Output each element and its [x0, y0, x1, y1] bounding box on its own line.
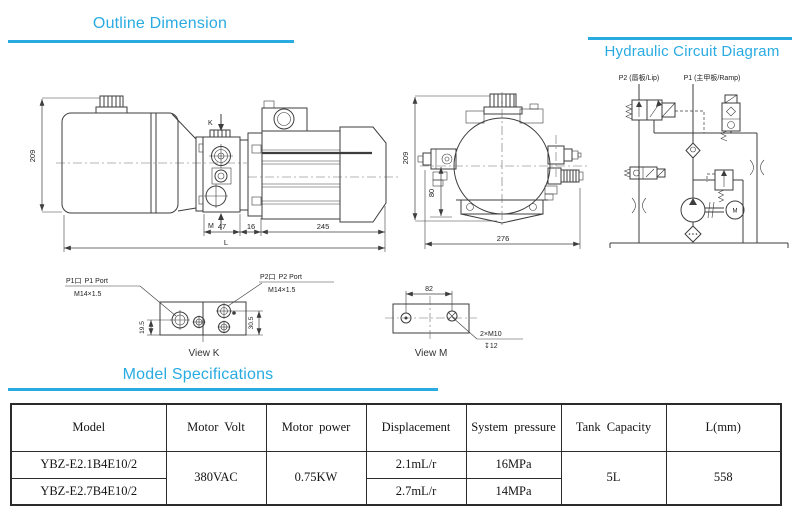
pump: [680, 197, 706, 223]
view-m-arrow: [218, 213, 224, 220]
throttle-valve-left: [631, 197, 647, 214]
header-tank-capacity: Tank Capacity: [560, 403, 667, 452]
cell-pressure-1: 16MPa: [465, 450, 562, 479]
view-m-arrow-label: M: [208, 223, 214, 230]
header-system-pressure: System pressure: [465, 403, 562, 452]
dim-47: 47: [218, 222, 226, 231]
motor-side-view: 245: [239, 100, 398, 252]
filler-cap-front: [489, 93, 517, 108]
motor-letter: M: [733, 209, 738, 215]
oil-tank: [61, 112, 179, 214]
directional-valve: [625, 99, 676, 121]
motor-symbol: M: [705, 200, 745, 220]
header-l-mm: L(mm): [665, 403, 782, 452]
shutoff-valve: [623, 166, 666, 180]
model-specifications-title: Model Specifications: [122, 366, 274, 383]
m10-callout: 2×M10 ↧12: [451, 316, 523, 350]
cell-model-2: YBZ-E2.7B4E10/2: [10, 477, 167, 506]
svg-text:↧12: ↧12: [484, 342, 498, 350]
table-row: YBZ-E2.1B4E10/2 380VAC 0.75KW 2.1mL/r 16…: [10, 450, 782, 506]
dim-front-height: 209: [401, 152, 410, 165]
technical-drawing: 209 K M: [28, 73, 789, 359]
cell-pressure-2: 14MPa: [465, 477, 562, 506]
header-displacement: Displacement: [365, 403, 467, 452]
specs-title-underline: [8, 388, 438, 391]
dim-245: 245: [317, 222, 330, 231]
dim-82: 82: [425, 286, 433, 293]
dim-16: 16: [247, 222, 255, 231]
p1-port-label: P1 (主甲板/Ramp): [684, 73, 741, 82]
svg-text:2×M10: 2×M10: [480, 331, 502, 338]
table-row: YBZ-E2.7B4E10/2 2.7mL/r 14MPa: [10, 477, 781, 506]
header-model: Model: [10, 403, 167, 452]
filler-cap: [99, 95, 124, 108]
view-k-arrow: [218, 124, 224, 131]
dim-276: 276: [497, 234, 510, 243]
svg-text:M14×1.5: M14×1.5: [74, 291, 102, 298]
header-motor-volt: Motor Volt: [165, 403, 267, 452]
dim-80: 80: [427, 189, 436, 197]
outline-dimension-title: Outline Dimension: [92, 15, 228, 32]
cell-displacement-1: 2.1mL/r: [365, 450, 467, 479]
circuit-title-topline: [588, 37, 792, 40]
front-view: 209: [401, 92, 588, 249]
relief-valve: [706, 169, 734, 203]
hydraulic-circuit-title: Hydraulic Circuit Diagram: [604, 43, 780, 60]
view-m: 82 2×M10 ↧12 View M: [385, 286, 523, 359]
manifold-block: [202, 136, 241, 213]
check-valve: [685, 142, 701, 159]
throttle-valve-right: [749, 159, 765, 176]
cell-tank-capacity: 5L: [560, 450, 667, 506]
terminal-box: [261, 107, 308, 132]
filter: [684, 225, 702, 243]
cell-motor-volt: 380VAC: [165, 450, 267, 506]
dim-30-5: 30.5: [248, 316, 255, 329]
outline-title-underline: [8, 40, 294, 43]
p2-port-label: P2 (唇板/Lip): [619, 73, 659, 82]
svg-text:M14×1.5: M14×1.5: [268, 287, 296, 294]
left-side-view: 209 K M: [28, 95, 385, 252]
tank-line: [609, 242, 789, 248]
dim-19-5: 19.5: [139, 321, 146, 334]
view-k-caption: View K: [189, 348, 220, 359]
dim-tank-height: 209: [28, 150, 37, 163]
cell-displacement-2: 2.7mL/r: [365, 477, 467, 506]
header-motor-power: Motor power: [265, 403, 367, 452]
cartridge-valve: [720, 94, 741, 142]
cell-l-value: 558: [665, 450, 782, 506]
dim-L: L: [224, 238, 228, 247]
cell-model-1: YBZ-E2.1B4E10/2: [10, 450, 167, 479]
view-m-caption: View M: [415, 348, 448, 359]
spec-table: Model Motor Volt Motor power Displacemen…: [10, 403, 782, 506]
motor-body: [261, 130, 341, 220]
motor-end-cap: [339, 126, 387, 223]
cell-motor-power: 0.75KW: [265, 450, 367, 506]
hydraulic-circuit: P2 (唇板/Lip) P1 (主甲板/Ramp): [609, 73, 789, 248]
view-k-arrow-label: K: [208, 120, 213, 127]
spec-table-header-row: Model Motor Volt Motor power Displacemen…: [10, 403, 782, 452]
